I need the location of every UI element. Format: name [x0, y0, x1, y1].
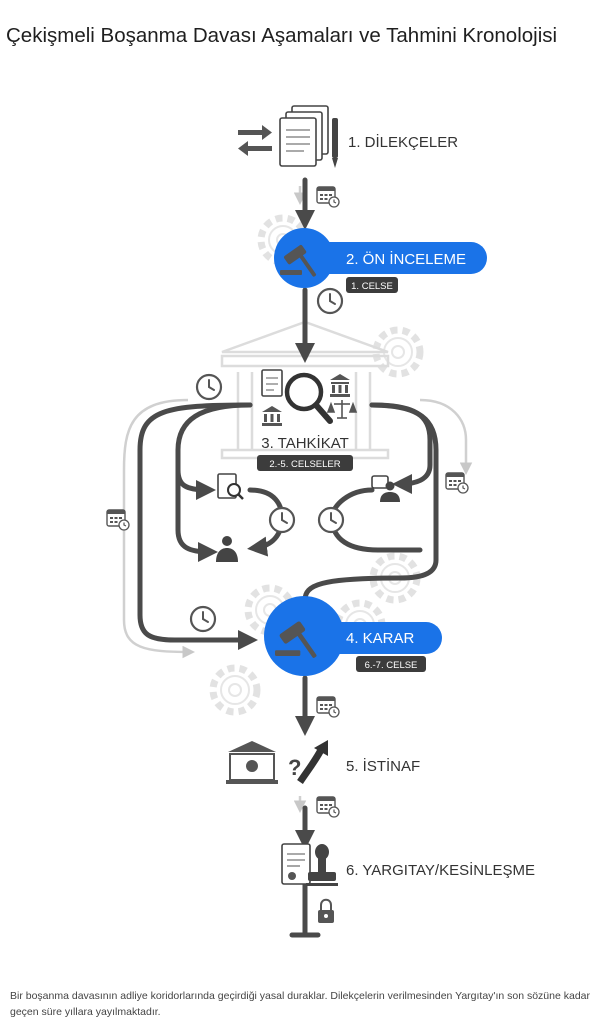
step-5-label: 5. İSTİNAF	[346, 757, 420, 775]
step-4-circle	[264, 596, 344, 676]
scales-icon	[326, 400, 358, 419]
magnifier-icon	[284, 372, 333, 424]
step-4-pill	[320, 622, 442, 654]
caption: Bir boşanma davasının adliye koridorları…	[10, 990, 591, 1018]
lock-icon	[318, 898, 334, 923]
calendar-icon	[316, 186, 340, 208]
step-1-label: 1. DİLEKÇELER	[348, 133, 458, 151]
courthouse-icon	[330, 374, 350, 397]
status-badge	[346, 277, 398, 293]
calendar-icon	[316, 696, 340, 718]
stamp-icon	[306, 844, 338, 886]
arrows-icon	[238, 125, 272, 156]
clock-icon	[189, 605, 217, 633]
witness-icon	[371, 475, 400, 502]
step-1-petitions: 1. DİLEKÇELER	[238, 105, 458, 168]
calendar-icon	[316, 796, 340, 818]
question-icon: ?	[288, 755, 301, 780]
step-4-decision: 4. KARAR 6.-7. CELSE	[189, 596, 442, 676]
calendar-icon	[445, 472, 469, 494]
status-badge	[356, 656, 426, 672]
clock-icon	[316, 287, 344, 315]
step-4-sub: 6.-7. CELSE	[365, 660, 418, 671]
document-search-icon	[217, 473, 244, 500]
small-courthouse-icon	[262, 406, 282, 426]
step-4-label: 4. KARAR	[346, 630, 415, 647]
pen-icon	[332, 118, 338, 168]
step-6-label: 6. YARGITAY/KESİNLEŞME	[346, 861, 535, 879]
document-icon	[261, 369, 283, 397]
clock-icon	[268, 506, 296, 534]
step-6-supreme-court: 6. YARGITAY/KESİNLEŞME	[281, 843, 535, 886]
person-icon	[216, 536, 238, 562]
step-3-label: 3. TAHKİKAT	[261, 434, 349, 452]
step-2-sub: 1. CELSE	[351, 281, 393, 292]
calendar-icon	[106, 509, 130, 531]
page-title: Çekişmeli Boşanma Davası Aşamaları ve Ta…	[6, 24, 558, 47]
status-badge	[257, 455, 353, 471]
step-2-pill	[312, 242, 487, 274]
upward-arrow-icon	[297, 746, 326, 784]
document-stack-icon	[279, 105, 329, 167]
step-5-appeal: ? 5. İSTİNAF	[226, 740, 420, 784]
upward-arrow-head-icon	[314, 740, 328, 756]
document-icon	[281, 843, 311, 885]
step-3-sub: 2.-5. CELSELER	[269, 459, 340, 470]
step-3-investigation: 3. TAHKİKAT 2.-5. CELSELER	[106, 369, 469, 562]
return-loop-lines	[122, 186, 473, 813]
courthouse-icon	[226, 741, 278, 784]
clock-icon	[317, 506, 345, 534]
clock-icon	[195, 373, 223, 401]
process-diagram: 1. DİLEKÇELER 2. ÖN İNCELEME 1. CELSE	[106, 105, 535, 938]
step-2-preliminary-review: 2. ÖN İNCELEME 1. CELSE	[274, 228, 487, 293]
step-2-label: 2. ÖN İNCELEME	[346, 250, 466, 268]
